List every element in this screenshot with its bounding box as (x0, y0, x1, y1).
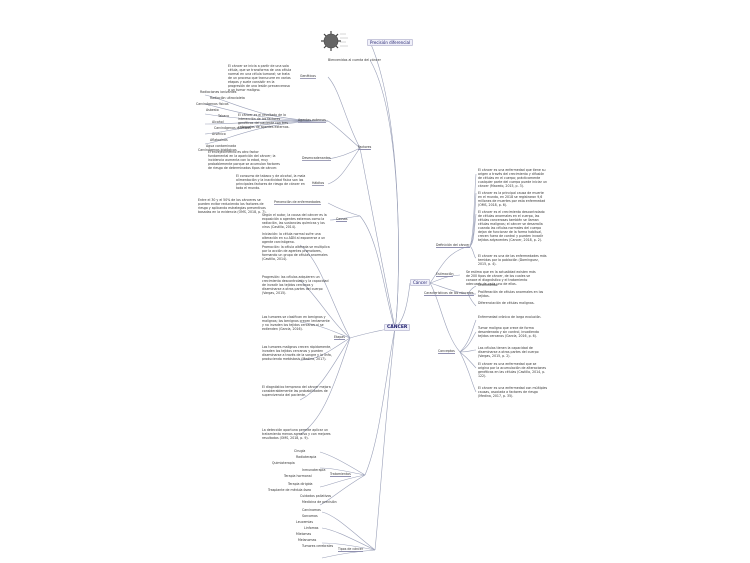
treatment-3: Quimioterapia (272, 461, 295, 465)
trigger-label[interactable]: Desencadenantes (302, 156, 331, 161)
definition-note-3: El cáncer es el crecimiento descontrolad… (478, 210, 545, 242)
estimation-note: Se estima que en la actualidad existen m… (466, 270, 536, 286)
external-4: Asbesto (206, 108, 219, 112)
concept-3: Las células tienen la capacidad de disem… (478, 346, 539, 358)
lifestyle-label[interactable]: Hábitos (312, 181, 325, 186)
definition-note-2: El cáncer es la principal causa de muert… (478, 191, 546, 207)
concept-2: Tumor maligno que crece de forma desorde… (478, 326, 539, 338)
genetic-note: El cáncer se inicia a partir de una sola… (228, 64, 292, 92)
type-2: Sarcomas (302, 514, 318, 518)
stage-7: La detección oportuna permite aplicar un… (262, 428, 331, 440)
estimation-section[interactable]: Estimación (436, 272, 454, 277)
treatment-8: Cuidados paliativos (300, 494, 332, 498)
lifestyle-note: El consumo de tabaco y de alcohol, la ma… (236, 174, 306, 190)
gear-diagram-icon (321, 31, 348, 51)
stage-2: Promoción: la célula alterada se multipl… (262, 245, 330, 261)
external-9: Aflatoxinas (210, 138, 228, 142)
type-4: Linfomas (304, 526, 319, 530)
treatment-5: Terapia hormonal (284, 474, 312, 478)
stage-6: El diagnóstico temprano del cáncer mejor… (262, 385, 331, 397)
definition-note-4: El cáncer es una de las enfermedades más… (478, 254, 547, 266)
prevention-label[interactable]: Prevención de enfermedades (274, 200, 321, 205)
central-node[interactable]: CÁNCER (384, 324, 411, 331)
feature-3: Diferenciación de células malignas. (478, 301, 535, 305)
external-7: Carcinógenos químicos (214, 126, 251, 130)
types-section[interactable]: Tipos de cáncer (338, 547, 364, 552)
external-5: Tabaco (218, 114, 230, 118)
type-6: Melanomas (298, 538, 317, 542)
definition-section[interactable]: Definición del cáncer (436, 243, 470, 248)
top-subtitle: Bienvenidos al cuenta del cáncer (328, 58, 381, 62)
stage-1: Iniciación: la célula normal sufre una a… (262, 232, 326, 244)
features-section[interactable]: Características de los cánceres (424, 291, 474, 296)
treatment-4: Inmunoterapia (302, 468, 326, 472)
external-6: Alcohol (212, 120, 224, 124)
treatment-1: Cirugía (294, 449, 306, 453)
feature-2: Proliferación de células anormales en lo… (478, 290, 544, 298)
stages-section[interactable]: Etapas (334, 335, 345, 340)
type-1: Carcinomas (302, 508, 321, 512)
trigger-note: El envejecimiento es otro factor fundame… (208, 150, 280, 170)
definition-note-1: El cáncer es una enfermedad que tiene su… (478, 168, 547, 188)
feature-1: Crecimiento. (478, 283, 499, 287)
concept-4: El cáncer es una enfermedad que se origi… (478, 362, 547, 378)
external-8: Arsénico (212, 132, 226, 136)
type-3: Leucemias (296, 520, 314, 524)
external-10: Agua contaminada (206, 144, 237, 148)
concept-1: Enfermedad crónica de larga evolución. (478, 315, 542, 319)
type-7: Tumores cerebrales (302, 544, 334, 548)
right-main-node[interactable]: Cáncer (410, 279, 431, 286)
external-label[interactable]: Agentes externos (298, 118, 326, 123)
external-3: Carcinógenos físicos (196, 102, 229, 106)
treatment-2: Radioterapia (296, 455, 317, 459)
external-note: El cáncer es el resultado de la interacc… (238, 113, 290, 129)
external-1: Radiaciones ionizantes (200, 90, 237, 94)
treatment-9: Medicina de precisión (302, 500, 337, 504)
causes-section[interactable]: Causas (336, 217, 348, 222)
external-2: Radiación ultravioleta (210, 96, 245, 100)
factors-section[interactable]: Factores (358, 145, 372, 150)
genetic-label[interactable]: Genéticos (300, 74, 316, 79)
prevention-note: Entre el 30 y el 50% de los cánceres se … (198, 198, 267, 214)
concept-5: El cáncer es una enfermedad con múltiple… (478, 386, 548, 398)
external-11: Carcinógenos biológicos (198, 148, 237, 152)
treatment-7: Trasplante de médula ósea (268, 488, 311, 492)
concepts-section[interactable]: Conceptos (438, 349, 455, 354)
stage-5: Los tumores malignos crecen rápidamente,… (262, 345, 332, 361)
type-5: Mielomas (296, 532, 312, 536)
stage-4: Los tumores se clasifican en benignos y … (262, 315, 330, 331)
top-title[interactable]: Precisión diferencial (367, 39, 414, 46)
treatment-6: Terapia dirigida (288, 482, 313, 486)
treatment-section[interactable]: Tratamientos (330, 472, 351, 477)
stage-3: Progresión: las células adquieren un cre… (262, 275, 329, 295)
causes-quote: Según el autor, la causa del cáncer es l… (262, 213, 327, 229)
